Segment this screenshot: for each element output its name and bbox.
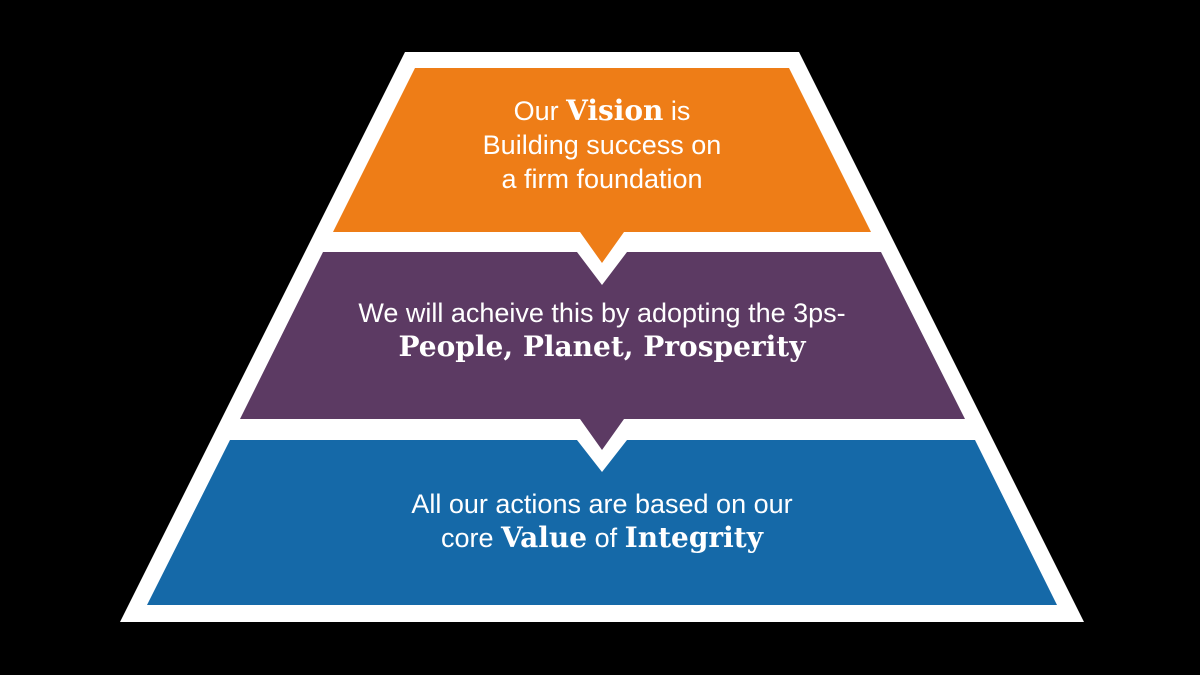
vision-line-1: Our Vision is xyxy=(302,94,902,128)
vision-line1-post: is xyxy=(663,96,691,126)
values-layer-text: All our actions are based on our core Va… xyxy=(252,487,952,555)
values-line-1: All our actions are based on our xyxy=(411,489,793,519)
integrity-keyword: Integrity xyxy=(624,521,764,554)
values-line2-pre: core xyxy=(440,523,501,553)
vision-layer-shape xyxy=(333,68,871,263)
values-line-2: core Value of Integrity xyxy=(252,521,952,555)
vision-layer-text: Our Vision is Building success on a firm… xyxy=(302,94,902,196)
vision-line-2: Building success on xyxy=(482,130,722,160)
mission-line-1: We will acheive this by adopting the 3ps… xyxy=(358,298,846,328)
mission-layer-text: We will acheive this by adopting the 3ps… xyxy=(252,296,952,364)
values-layer-shape xyxy=(147,440,1057,605)
vision-keyword: Vision xyxy=(566,94,664,127)
value-keyword: Value xyxy=(501,521,588,554)
vision-line1-pre: Our xyxy=(513,96,567,126)
three-ps-keywords: People, Planet, Prosperity xyxy=(398,330,806,363)
mission-line-2: People, Planet, Prosperity xyxy=(252,330,952,364)
values-line2-mid: of xyxy=(587,523,625,553)
mission-layer-shape xyxy=(240,252,965,450)
vision-line-3: a firm foundation xyxy=(501,164,703,194)
